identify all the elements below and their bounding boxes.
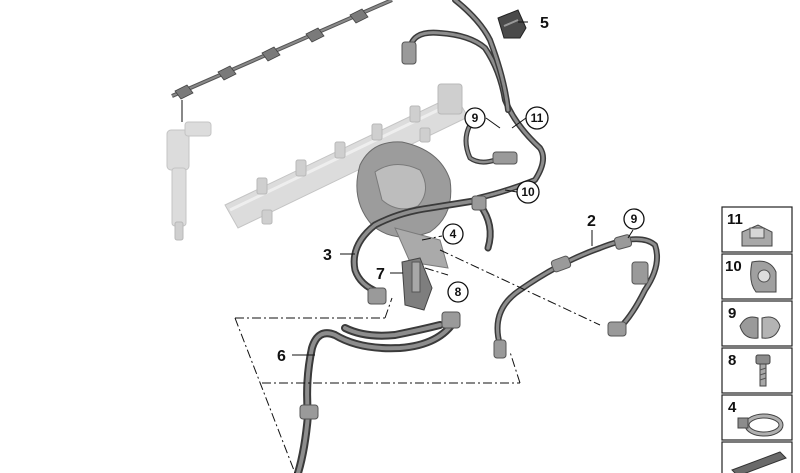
legend-item-10[interactable]: 10 (721, 253, 793, 300)
callout-label: 9 (631, 212, 638, 226)
clip-5 (497, 9, 527, 39)
leader-lines (292, 21, 634, 356)
callout-2: 2 (587, 213, 596, 230)
callout-9-top: 9 (464, 107, 486, 129)
legend-number: 4 (728, 399, 737, 416)
callout-label: 6 (277, 348, 286, 365)
hose-clamp-4-icon (737, 413, 784, 437)
callout-10: 10 (516, 180, 540, 204)
legend-number: 10 (725, 258, 742, 275)
callout-label: 2 (587, 213, 596, 230)
legend-number: 8 (728, 352, 736, 369)
callout-6: 6 (277, 348, 286, 365)
legend-item-11[interactable]: 11 (721, 206, 793, 253)
callout-7: 7 (376, 266, 385, 283)
legend-item-4[interactable]: 4 (721, 394, 793, 441)
clip-10-icon (750, 260, 777, 293)
common-rail-ghost (224, 83, 469, 229)
callout-label: 11 (531, 111, 544, 125)
callout-4: 4 (442, 223, 464, 245)
injector-ghost (166, 121, 212, 241)
legend-number: 11 (727, 211, 743, 228)
callout-label: 4 (450, 227, 457, 241)
fuel-line-2 (493, 234, 660, 359)
bolt-8-icon (755, 354, 771, 387)
legend-item-9[interactable]: 9 (721, 300, 793, 347)
callout-label: 9 (472, 111, 479, 125)
legend-item-8[interactable]: 8 (721, 347, 793, 394)
callout-8: 8 (447, 281, 469, 303)
fuel-line-3 (350, 195, 494, 305)
callout-label: 7 (376, 266, 385, 283)
callout-9-right: 9 (623, 208, 645, 230)
parts-legend: 11 10 9 8 (721, 206, 793, 473)
high-pressure-pump-ghost (356, 141, 452, 269)
legend-item-gasket[interactable] (721, 441, 793, 473)
callout-11: 11 (525, 106, 549, 130)
callout-label: 3 (323, 247, 332, 264)
clip-11-icon (741, 224, 773, 247)
callout-3: 3 (323, 247, 332, 264)
bracket-7 (401, 257, 433, 311)
assembly-lines (234, 235, 601, 473)
clip-9-icon (739, 316, 781, 339)
callout-label: 5 (540, 15, 549, 32)
fuel-line-6 (294, 311, 461, 473)
callout-5: 5 (540, 15, 549, 32)
injector-wiring-rail (171, 0, 393, 122)
return-line-upper (401, 0, 547, 201)
callout-label: 10 (521, 185, 535, 199)
legend-number: 9 (728, 305, 736, 322)
callout-label: 8 (455, 285, 462, 299)
gasket-strip-icon (731, 451, 787, 473)
